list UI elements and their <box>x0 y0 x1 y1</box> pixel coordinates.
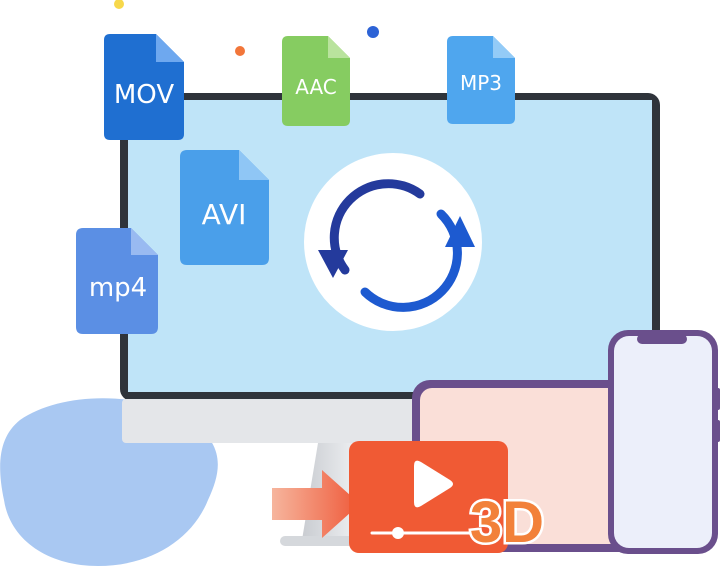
phone-button <box>716 388 720 410</box>
phone-button <box>716 420 720 442</box>
phone <box>608 330 720 554</box>
play-icon <box>414 460 453 508</box>
file-icon-mov: MOV <box>104 34 184 140</box>
file-label-mov: MOV <box>114 80 174 110</box>
phone-notch <box>637 334 687 344</box>
dot-blue <box>367 26 379 38</box>
file-icon-aac: AAC <box>282 36 350 126</box>
file-label-avi: AVI <box>202 198 247 231</box>
dot-yellow <box>114 0 124 9</box>
arrow-right-icon <box>272 470 360 538</box>
file-label-aac: AAC <box>295 75 337 99</box>
dot-orange-top <box>235 46 245 56</box>
file-icon-avi: AVI <box>180 150 269 265</box>
video-progress-knob <box>392 527 404 539</box>
logo-3d-text: 3D <box>470 490 544 555</box>
file-icon-mp3: MP3 <box>447 36 515 124</box>
refresh-icon <box>304 153 482 331</box>
file-label-mp3: MP3 <box>460 71 502 95</box>
video-tile <box>349 441 508 553</box>
file-icon-mp4: mp4 <box>76 228 158 334</box>
file-label-mp4: mp4 <box>89 273 147 303</box>
